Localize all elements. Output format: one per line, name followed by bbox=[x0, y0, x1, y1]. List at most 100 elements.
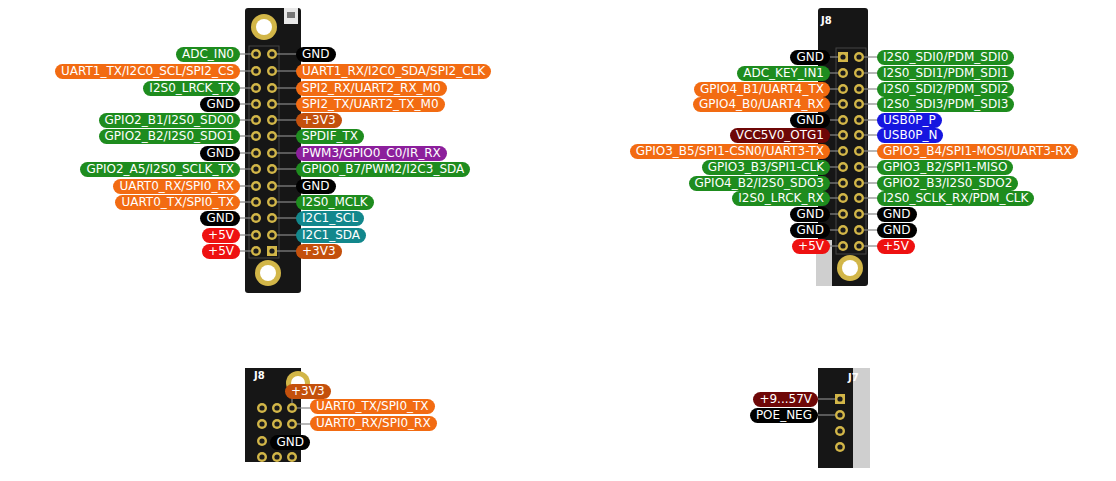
pin-label: I2C1_SDA bbox=[296, 228, 366, 243]
signal-name: GND bbox=[302, 47, 330, 61]
signal-name: GND bbox=[796, 50, 824, 64]
pin-label: VCC5V0_OTG1 bbox=[730, 128, 830, 143]
signal-name: SPI2_RX/UART2_RX_M0 bbox=[302, 81, 441, 95]
pin-label: I2S0_SCLK_RX/PDM_CLK bbox=[877, 191, 1034, 206]
pin-label: GND bbox=[790, 207, 830, 222]
pin-label: GND bbox=[790, 113, 830, 128]
signal-name: +3V3 bbox=[302, 244, 336, 258]
pin-label: GPIO2_A5/I2S0_SCLK_TX bbox=[80, 162, 240, 177]
pin-label: UART0_TX/SPI0_TX bbox=[310, 399, 435, 414]
signal-name: +5V bbox=[208, 244, 234, 258]
signal-name: +5V bbox=[798, 239, 824, 253]
pin-label: SPI2_TX/UART2_TX_M0 bbox=[296, 97, 445, 112]
pin-label: I2C1_SCL bbox=[296, 211, 364, 226]
pin-label: GPIO4_B0/UART4_RX bbox=[693, 97, 830, 112]
signal-name: GPIO2_B1/I2S0_SDO0 bbox=[105, 113, 234, 127]
pin-label: +3V3 bbox=[296, 113, 342, 128]
pin-label: I2S0_SDI0/PDM_SDI0 bbox=[877, 50, 1014, 65]
pin-label: UART0_RX/SPI0_RX bbox=[310, 416, 437, 431]
pin-label: ADC_IN0 bbox=[176, 47, 240, 62]
pin-label: GND bbox=[790, 223, 830, 238]
pin-label: GND bbox=[200, 146, 240, 161]
pin-label: SPI2_RX/UART2_RX_M0 bbox=[296, 81, 447, 96]
pin-label: GND bbox=[790, 50, 830, 65]
signal-name: I2C1_SDA bbox=[302, 228, 360, 242]
connector-name: J8 bbox=[821, 15, 832, 26]
signal-name: UART1_TX/I2C0_SCL/SPI2_CS bbox=[61, 64, 234, 78]
pin-label: GPIO3_B5/SPI1-CSN0/UART3-TX bbox=[630, 144, 830, 159]
signal-name: GPIO2_B2/I2S0_SDO1 bbox=[105, 129, 234, 143]
pin-label: UART1_RX/I2C0_SDA/SPI2_CLK bbox=[296, 64, 491, 79]
signal-name: UART0_TX/SPI0_TX bbox=[121, 195, 234, 209]
connector-name: J7 bbox=[848, 372, 859, 383]
pin-label: USB0P_N bbox=[877, 128, 943, 143]
signal-name: GPIO3_B2/SPI1-MISO bbox=[883, 160, 1007, 174]
signal-name: GND bbox=[206, 146, 234, 160]
signal-name: VCC5V0_OTG1 bbox=[736, 128, 824, 142]
pin-label: UART0_RX/SPI0_RX bbox=[113, 179, 240, 194]
signal-name: GND bbox=[276, 435, 304, 449]
signal-name: PWM3/GPIO0_C0/IR_RX bbox=[302, 146, 441, 160]
signal-name: ADC_KEY_IN1 bbox=[743, 66, 824, 80]
pin-label: GND bbox=[270, 435, 310, 450]
signal-name: GND bbox=[883, 223, 911, 237]
pin-label: GPIO0_B7/PWM2/I2C3_SDA bbox=[296, 162, 470, 177]
pin-label: +5V bbox=[792, 239, 830, 254]
signal-name: GPIO4_B2/I2S0_SDO3 bbox=[695, 176, 824, 190]
signal-name: +9...57V bbox=[759, 392, 812, 406]
signal-name: USB0P_N bbox=[883, 128, 937, 142]
signal-name: I2S0_SDI0/PDM_SDI0 bbox=[883, 50, 1008, 64]
pin-label: +3V3 bbox=[285, 384, 331, 399]
signal-name: GPIO4_B1/UART4_TX bbox=[700, 82, 824, 96]
pin-label: I2S0_MCLK bbox=[296, 195, 374, 210]
signal-name: POE_NEG bbox=[756, 408, 812, 422]
pin-label: GPIO3_B4/SPI1-MOSI/UART3-RX bbox=[877, 144, 1078, 159]
pin-label: I2S0_LRCK_TX bbox=[143, 81, 240, 96]
pin-label: GPIO3_B2/SPI1-MISO bbox=[877, 160, 1013, 175]
signal-name: GND bbox=[206, 97, 234, 111]
pin-label: I2S0_SDI3/PDM_SDI3 bbox=[877, 97, 1014, 112]
signal-name: +3V3 bbox=[291, 384, 325, 398]
pin-label: +3V3 bbox=[296, 244, 342, 259]
signal-name: ADC_IN0 bbox=[182, 47, 234, 61]
pin-label: ADC_KEY_IN1 bbox=[737, 66, 830, 81]
signal-name: UART0_RX/SPI0_RX bbox=[119, 179, 234, 193]
signal-name: GPIO3_B5/SPI1-CSN0/UART3-TX bbox=[636, 144, 824, 158]
signal-name: GND bbox=[796, 223, 824, 237]
pin-label: USB0P_P bbox=[877, 113, 942, 128]
signal-name: GPIO3_B3/SPI1-CLK bbox=[708, 160, 824, 174]
signal-name: USB0P_P bbox=[883, 113, 936, 127]
pin-label: GND bbox=[877, 223, 917, 238]
signal-name: GND bbox=[206, 211, 234, 225]
signal-name: UART0_RX/SPI0_RX bbox=[316, 416, 431, 430]
pin-label: GND bbox=[296, 47, 336, 62]
pin-label: GND bbox=[877, 207, 917, 222]
pin-label: SPDIF_TX bbox=[296, 129, 364, 144]
pin-label: GPIO3_B3/SPI1-CLK bbox=[702, 160, 830, 175]
pin-label: GPIO2_B2/I2S0_SDO1 bbox=[99, 129, 240, 144]
signal-name: +5V bbox=[883, 239, 909, 253]
signal-name: UART1_RX/I2C0_SDA/SPI2_CLK bbox=[302, 64, 485, 78]
signal-name: I2S0_SDI3/PDM_SDI3 bbox=[883, 97, 1008, 111]
signal-name: GPIO2_A5/I2S0_SCLK_TX bbox=[86, 162, 234, 176]
pin-label: UART0_TX/SPI0_TX bbox=[115, 195, 240, 210]
signal-name: I2S0_SDI1/PDM_SDI1 bbox=[883, 66, 1008, 80]
signal-name: I2S0_LRCK_RX bbox=[738, 191, 824, 205]
signal-name: SPDIF_TX bbox=[302, 129, 358, 143]
pin-label: GPIO4_B2/I2S0_SDO3 bbox=[689, 176, 830, 191]
signal-name: GND bbox=[796, 207, 824, 221]
signal-name: GND bbox=[883, 207, 911, 221]
pin-label: GPIO2_B1/I2S0_SDO0 bbox=[99, 113, 240, 128]
pin-label: PWM3/GPIO0_C0/IR_RX bbox=[296, 146, 447, 161]
pin-label: +9...57V bbox=[753, 392, 818, 407]
pin-label: I2S0_SDI1/PDM_SDI1 bbox=[877, 66, 1014, 81]
connector-name: J8 bbox=[254, 370, 265, 381]
pin-label: +5V bbox=[202, 228, 240, 243]
signal-name: GPIO4_B0/UART4_RX bbox=[699, 97, 824, 111]
signal-name: GND bbox=[302, 179, 330, 193]
signal-name: SPI2_TX/UART2_TX_M0 bbox=[302, 97, 439, 111]
pin-label: I2S0_LRCK_RX bbox=[732, 191, 830, 206]
signal-name: UART0_TX/SPI0_TX bbox=[316, 399, 429, 413]
pin-label: GND bbox=[200, 97, 240, 112]
signal-name: I2S0_LRCK_TX bbox=[149, 81, 234, 95]
